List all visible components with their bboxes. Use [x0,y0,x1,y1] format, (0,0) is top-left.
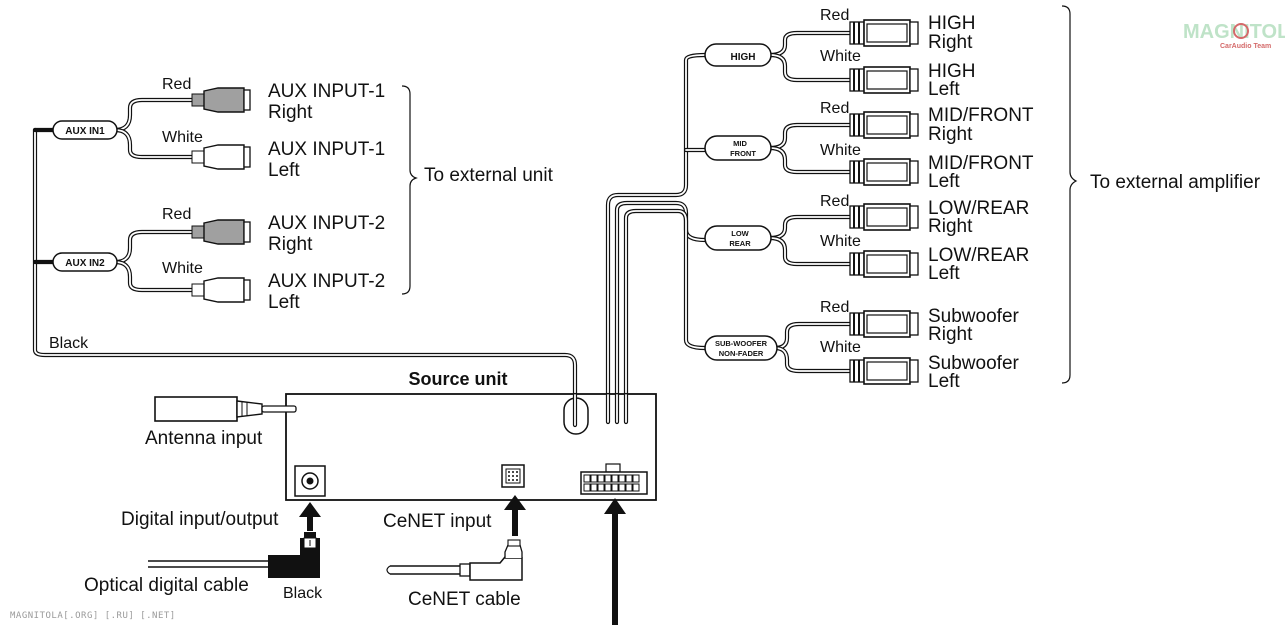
amp-output-2-side: Left [928,79,960,100]
amp-cables [605,30,853,428]
logo-ring-icon [1233,23,1249,39]
amp-plug-1 [849,19,919,47]
aux-plug-4 [191,277,251,303]
amp-plug-2 [849,66,919,94]
cenet-cable-label: CeNET cable [408,589,521,610]
aux-plug-1 [191,87,251,113]
amp-tag-mid: MID FRONT [704,135,772,161]
amp-output-1-side: Right [928,32,973,53]
aux-wire-label-4: White [162,260,203,277]
aux-wire-label-3: Red [162,206,191,223]
amp-tag-mid-line1: MID [733,139,747,148]
arrow-cenet [504,495,526,536]
aux-output-2-name: AUX INPUT-1 [268,139,385,160]
amp-output-1-name: HIGH [928,13,976,34]
antenna-input-label: Antenna input [145,428,263,449]
source-unit: Source unit [285,369,657,501]
cenet-input-label: CeNET input [383,511,492,532]
aux-plug-3 [191,219,251,245]
amp-output-5-name: LOW/REAR [928,198,1029,219]
amp-output-8-side: Left [928,371,960,392]
amp-tag-mid-line2: FRONT [730,149,756,158]
digital-io-label: Digital input/output [121,509,279,530]
amp-output-7-name: Subwoofer [928,306,1020,327]
amp-tag-sub: SUB-WOOFER NON-FADER [704,335,778,361]
digital-port[interactable] [294,465,326,497]
aux-in2-tag: AUX IN2 [52,252,118,272]
amp-tag-high: HIGH [704,43,772,67]
amp-output-6-name: LOW/REAR [928,245,1029,266]
amp-tag-sub-line2: NON-FADER [719,349,764,358]
aux-cables [32,97,578,428]
cenet-cable [386,539,523,581]
amp-output-3-name: MID/FRONT [928,105,1034,126]
amp-output-2-name: HIGH [928,61,976,82]
amp-wire-label-7: Red [820,299,849,316]
arrow-digital [299,502,321,531]
black-wire-label: Black [49,335,89,352]
aux-plug-2 [191,144,251,170]
amp-tag-low-line2: REAR [729,239,751,248]
aux-in1-tag-label: AUX IN1 [65,126,105,137]
amp-plug-3 [849,111,919,139]
cenet-port[interactable] [501,464,525,488]
aux-output-4-side: Left [268,292,300,313]
amp-brace [1061,5,1078,384]
amp-output-4-name: MID/FRONT [928,153,1034,174]
watermark-logo: MAGNITOLA CarAudio Team [1183,21,1285,50]
amp-wire-label-4: White [820,142,861,159]
amp-output-8-name: Subwoofer [928,353,1020,374]
amp-output-4-side: Left [928,171,960,192]
amp-plug-6 [849,250,919,278]
power-connector[interactable] [580,463,648,495]
aux-output-3-name: AUX INPUT-2 [268,213,385,234]
aux-output-4-name: AUX INPUT-2 [268,271,385,292]
aux-wire-label-2: White [162,129,203,146]
amp-tag-sub-line1: SUB-WOOFER [715,339,768,348]
aux-output-1-side: Right [268,102,313,123]
amp-plug-4 [849,158,919,186]
aux-output-1-name: AUX INPUT-1 [268,81,385,102]
amp-wire-label-8: White [820,339,861,356]
amp-output-3-side: Right [928,124,973,145]
optical-cable-color: Black [283,585,323,602]
aux-wire-label-1: Red [162,76,191,93]
amp-tag-low-line1: LOW [731,229,749,238]
watermark-bottom: MAGNITOLA[.ORG] [.RU] [.NET] [10,611,176,621]
aux-output-3-side: Right [268,234,313,255]
amp-wire-label-2: White [820,48,861,65]
aux-output-2-side: Left [268,160,300,181]
amp-plug-8 [849,357,919,385]
amp-output-7-side: Right [928,324,973,345]
aux-brace [401,85,418,295]
amp-plug-7 [849,310,919,338]
amp-plug-5 [849,203,919,231]
watermark-logo-sub: CarAudio Team [1220,43,1271,50]
aux-in2-tag-label: AUX IN2 [65,258,105,269]
amp-output-5-side: Right [928,216,973,237]
aux-group-label: To external unit [424,165,554,186]
amp-wire-label-1: Red [820,7,849,24]
antenna-plug [154,396,297,422]
amp-output-6-side: Left [928,263,960,284]
amp-wire-label-6: White [820,233,861,250]
optical-cable [148,532,320,578]
optical-cable-label: Optical digital cable [84,575,249,596]
amp-tag-high-label: HIGH [731,52,756,63]
aux-in1-tag: AUX IN1 [52,120,118,140]
source-unit-title: Source unit [408,369,507,389]
arrow-power [604,498,626,625]
amp-plugs [849,19,919,385]
amp-tag-low: LOW REAR [704,225,772,251]
amp-wire-label-3: Red [820,100,849,117]
amp-wire-label-5: Red [820,193,849,210]
amp-group-label: To external amplifier [1090,172,1261,193]
